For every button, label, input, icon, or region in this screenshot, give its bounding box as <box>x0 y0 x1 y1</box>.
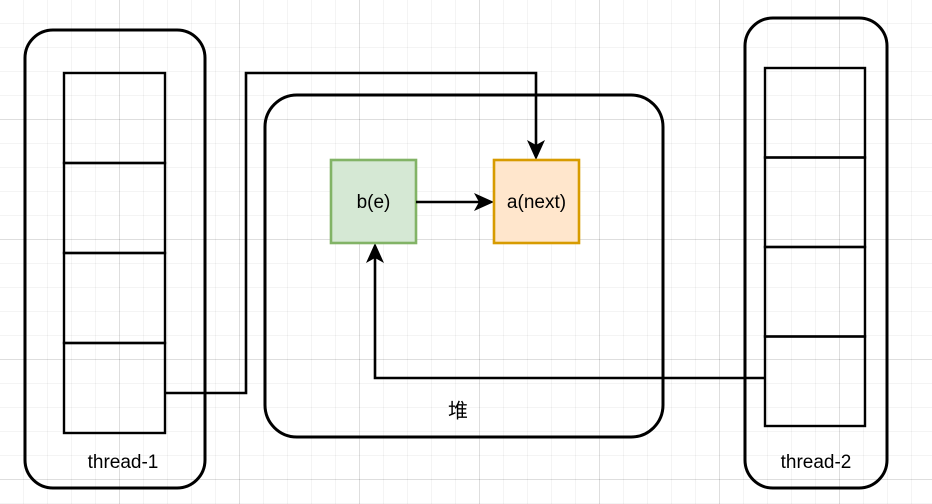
thread-1-stack-cell-3[interactable] <box>62 251 167 345</box>
heap-group[interactable]: 堆 <box>263 93 665 439</box>
edge-thread2-to-b-arrowhead <box>366 243 384 263</box>
thread-2-label: thread-2 <box>781 452 852 473</box>
thread-1-group[interactable]: thread-1 <box>23 28 207 490</box>
edge-thread1-to-a-arrowhead <box>527 140 545 160</box>
heap-container[interactable] <box>263 93 665 439</box>
thread-1-container[interactable] <box>23 28 207 490</box>
b-node-group[interactable]: b(e) <box>329 158 418 245</box>
thread-1-stack-cell-4[interactable] <box>62 341 167 435</box>
thread-2-group[interactable]: thread-2 <box>743 16 889 490</box>
thread-2-stack-cell-3[interactable] <box>763 245 867 338</box>
thread-1-stack[interactable] <box>62 71 167 435</box>
edge-b-to-a-node[interactable] <box>416 193 494 211</box>
thread-2-container[interactable] <box>743 16 889 490</box>
b-node-label: b(e) <box>357 192 391 213</box>
thread-2-stack[interactable] <box>763 66 867 428</box>
a-node-box[interactable] <box>492 158 581 245</box>
thread-1-stack-cell-2[interactable] <box>62 161 167 255</box>
thread-1-label: thread-1 <box>88 452 159 473</box>
thread-2-stack-cell-2[interactable] <box>763 156 867 249</box>
thread-2-stack-cell-1[interactable] <box>763 66 867 159</box>
a-node-group[interactable]: a(next) <box>492 158 581 245</box>
edge-thread2-to-b-node[interactable] <box>366 243 765 380</box>
edge-b-to-a-arrowhead <box>474 193 494 211</box>
heap-label: 堆 <box>448 399 468 422</box>
edge-thread1-to-a-node[interactable] <box>165 71 545 395</box>
edge-thread2-to-b-line <box>373 252 765 380</box>
a-node-label: a(next) <box>507 192 566 213</box>
b-node-box[interactable] <box>329 158 418 245</box>
thread-1-stack-cell-1[interactable] <box>62 71 167 165</box>
thread-2-stack-cell-4[interactable] <box>763 335 867 428</box>
edge-thread1-to-a-line <box>165 71 538 395</box>
